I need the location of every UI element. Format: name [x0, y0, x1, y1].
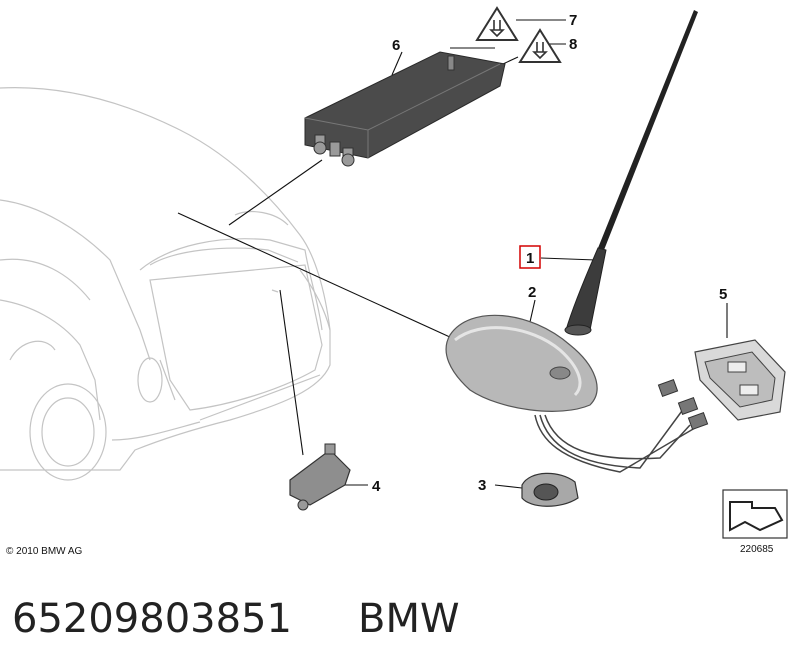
antenna-module — [304, 51, 506, 167]
highlight-box-1 — [519, 245, 541, 269]
mounting-bracket — [694, 339, 786, 421]
callout-4: 4 — [372, 478, 381, 495]
callout-2: 2 — [528, 284, 536, 301]
callout-1: 1 — [526, 250, 534, 267]
diversity-module — [289, 443, 351, 511]
warning-triangle-plug-icon — [475, 6, 562, 63]
cable-connectors — [657, 378, 709, 431]
copyright: © 2010 BMW AG — [6, 546, 83, 557]
car-outline — [0, 87, 331, 481]
antenna-rod — [564, 10, 698, 336]
direction-arrow-icon — [722, 489, 788, 539]
seal-ring — [521, 472, 579, 507]
callout-8: 8 — [569, 36, 577, 53]
diagram-id: 220685 — [740, 544, 774, 555]
callout-6: 6 — [392, 37, 400, 54]
callout-5: 5 — [719, 286, 727, 303]
callout-7: 7 — [569, 12, 577, 29]
antenna-base — [445, 314, 701, 473]
callout-3: 3 — [478, 477, 486, 494]
part-number: 65209803851 — [12, 596, 292, 642]
brand-name: BMW — [358, 596, 460, 642]
